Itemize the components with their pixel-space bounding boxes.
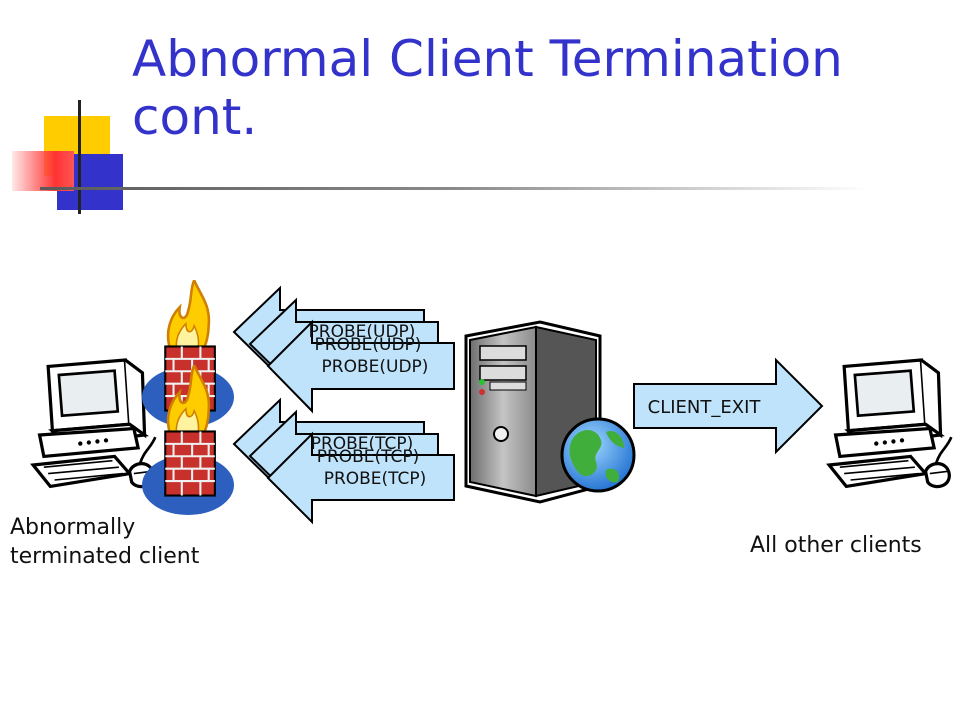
globe-icon xyxy=(560,417,636,493)
probe-udp-label-middle: PROBE(UDP) xyxy=(315,335,422,355)
abnormal-client-label: Abnormally terminated client xyxy=(10,513,199,571)
abnormal-client-label-line1: Abnormally xyxy=(10,515,136,540)
title-rule xyxy=(40,187,870,190)
right-client-computer-icon xyxy=(827,358,954,489)
corner-vertical-line xyxy=(78,100,81,214)
probe-udp-label-back: PROBE(UDP) xyxy=(309,322,416,342)
probe-tcp-label-middle: PROBE(TCP) xyxy=(317,447,420,467)
probe-tcp-label-back: PROBE(TCP) xyxy=(311,434,414,454)
probe-udp-arrow-stack xyxy=(232,285,455,414)
probe-udp-arrow-front xyxy=(266,319,455,414)
client-exit-label: CLIENT_EXIT xyxy=(648,397,762,418)
probe-udp-label-front: PROBE(UDP) xyxy=(322,357,429,377)
probe-tcp-label-front: PROBE(TCP) xyxy=(324,469,427,489)
abnormal-client-label-line2: terminated client xyxy=(10,544,200,569)
corner-red-square xyxy=(12,151,74,191)
slide-title-line1: Abnormal Client Termination xyxy=(132,30,843,88)
other-clients-label: All other clients xyxy=(750,533,922,558)
left-client-computer-icon xyxy=(31,358,158,489)
probe-tcp-arrow-front xyxy=(266,431,455,525)
slide-title-line2: cont. xyxy=(132,88,258,146)
probe-tcp-arrow-stack xyxy=(232,397,455,525)
client-exit-arrow xyxy=(633,357,824,455)
